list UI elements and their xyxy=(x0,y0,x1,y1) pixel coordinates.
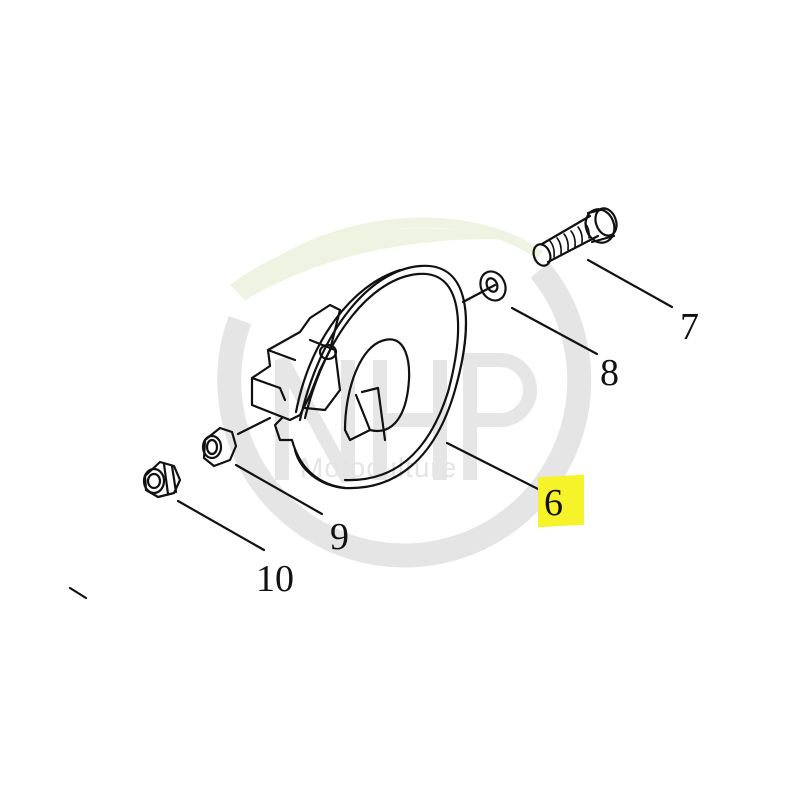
leader-line-10 xyxy=(176,499,266,552)
partial-leader-line xyxy=(68,586,88,600)
part-label-7: 7 xyxy=(680,306,699,348)
screw-part xyxy=(532,207,618,267)
part-label-8: 8 xyxy=(600,352,619,394)
spacer-part xyxy=(201,416,272,468)
leader-line-9 xyxy=(234,463,324,516)
leader-line-7 xyxy=(586,258,674,309)
watermark-subtitle: Motoculture xyxy=(300,452,458,483)
washer-part xyxy=(461,270,507,304)
leader-line-8 xyxy=(510,306,599,356)
part-label-6: 6 xyxy=(544,482,563,524)
housing-part xyxy=(250,264,468,490)
part-label-10: 10 xyxy=(256,558,294,600)
leader-line-6 xyxy=(445,441,542,492)
part-label-9: 9 xyxy=(330,516,349,558)
nut-part xyxy=(142,460,182,499)
